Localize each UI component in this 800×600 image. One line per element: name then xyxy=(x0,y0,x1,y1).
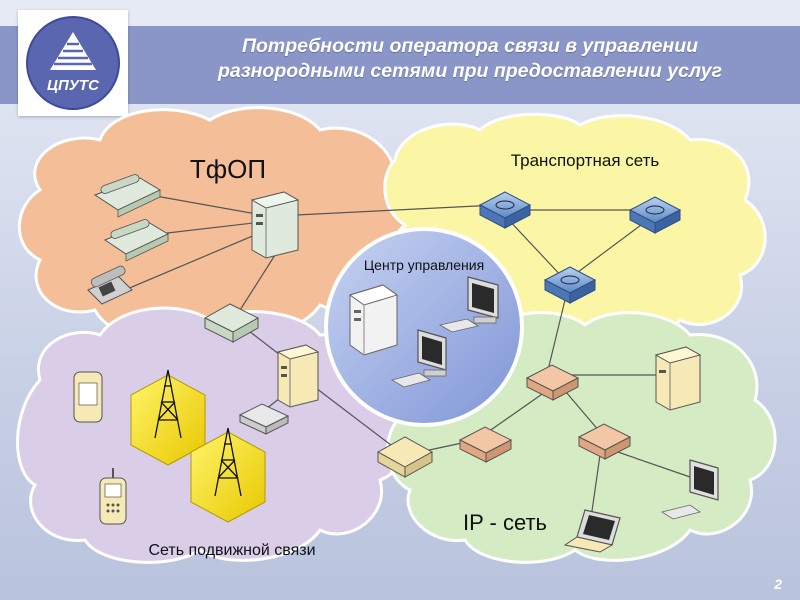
link-pbx-gateway xyxy=(234,254,276,319)
pbx-server-icon xyxy=(250,191,300,259)
page-number: 2 xyxy=(774,576,782,592)
phone-2-icon xyxy=(103,219,170,262)
ip-laptop-icon xyxy=(563,509,621,553)
control-center: Центр управления xyxy=(324,227,524,427)
mobile-server-icon xyxy=(276,344,320,408)
media-gateway-icon xyxy=(203,303,260,343)
control-monitor-1-icon xyxy=(438,276,499,333)
ip-hub-3-icon xyxy=(577,423,632,460)
link-server-ip-gateway xyxy=(311,384,401,453)
link-phone3-pbx xyxy=(119,231,263,293)
ip-server-icon xyxy=(654,346,702,411)
switch-2-icon xyxy=(628,196,682,234)
logo-pyramid-icon xyxy=(50,32,96,70)
base-station-cell-2 xyxy=(190,427,266,523)
pda-icon xyxy=(73,371,103,423)
phone-3-icon xyxy=(87,265,133,305)
link-phone1-pbx xyxy=(149,194,263,216)
transport-label: Транспортная сеть xyxy=(511,151,660,170)
header-band xyxy=(0,26,800,104)
ip-label: IP - сеть xyxy=(463,510,547,535)
base-station-cell-1 xyxy=(130,369,206,466)
control-server-icon xyxy=(348,284,399,356)
link-hub3-pc xyxy=(611,449,694,479)
ip-workstation-icon xyxy=(660,459,719,520)
title-line-1: Потребности оператора связи в управлении xyxy=(241,35,699,57)
link-switch2-switch3 xyxy=(569,221,646,279)
mobile-phone-icon xyxy=(99,468,127,525)
ip-hub-1-icon xyxy=(525,364,580,401)
switch-3-icon xyxy=(543,266,597,304)
link-pbx-switch1 xyxy=(295,204,498,216)
logo-text: ЦПУТС xyxy=(47,77,100,94)
control-center-label: Центр управления xyxy=(364,257,484,273)
phone-1-icon xyxy=(93,174,162,218)
link-switch3-hub xyxy=(547,299,566,371)
antenna-tower-2-icon xyxy=(214,427,242,497)
link-switch1-switch3 xyxy=(506,217,566,281)
switch-1-icon xyxy=(478,191,532,229)
control-monitor-2-icon xyxy=(390,329,447,388)
ip-gateway-icon xyxy=(376,436,434,478)
logo-emblem: ЦПУТС xyxy=(26,16,120,110)
pstn-label: ТфОП xyxy=(190,154,266,184)
link-phone2-pbx xyxy=(149,221,263,236)
antenna-tower-1-icon xyxy=(154,369,182,439)
ip-hub-2-icon xyxy=(458,426,513,463)
logo: ЦПУТС xyxy=(18,10,128,116)
page-title: Потребности оператора связи в управлении… xyxy=(150,34,790,84)
title-line-2: разнородными сетями при предоставлении у… xyxy=(217,60,723,82)
mobile-label: Сеть подвижной связи xyxy=(148,542,315,559)
bts-controller-icon xyxy=(238,403,290,435)
